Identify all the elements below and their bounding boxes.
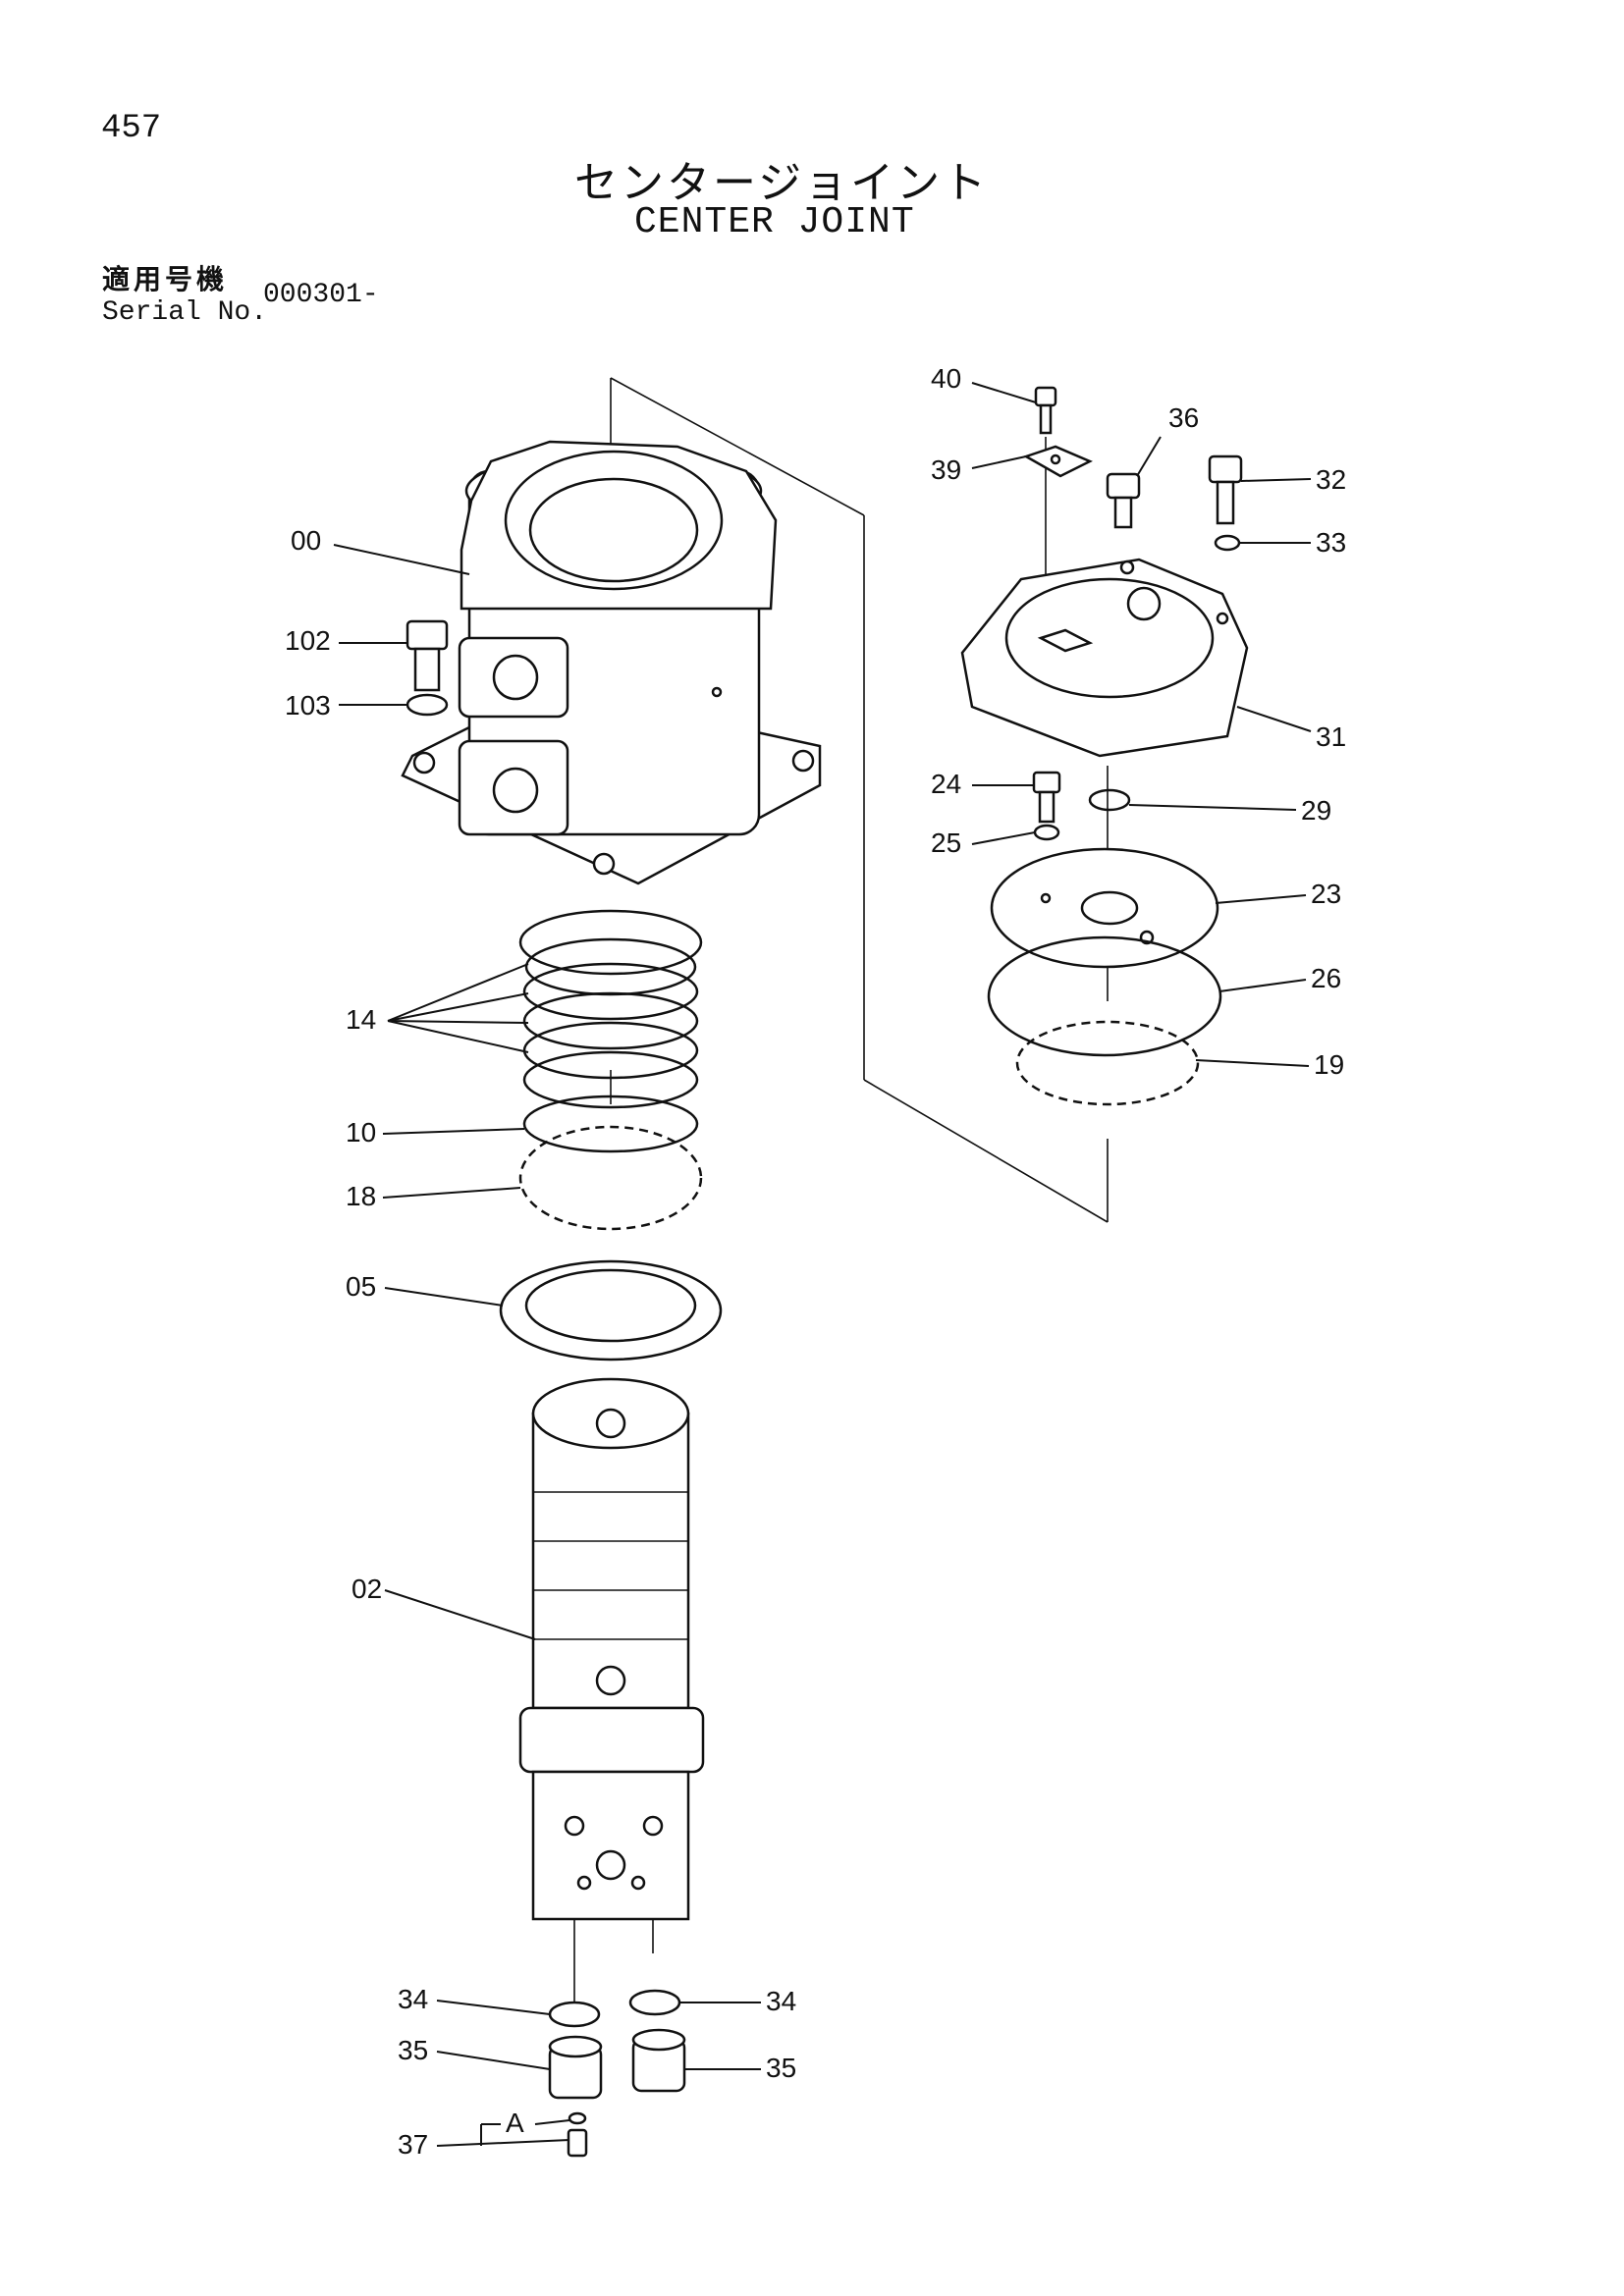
label-103: 103 — [285, 690, 331, 721]
part-37-small-plug — [567, 2111, 588, 2158]
label-35-right: 35 — [766, 2053, 796, 2083]
label-29: 29 — [1301, 795, 1331, 826]
part-24-bolt — [1032, 771, 1061, 824]
part-05-ring-plate — [499, 1259, 723, 1362]
label-14: 14 — [346, 1004, 376, 1035]
label-102: 102 — [285, 625, 331, 656]
label-00: 00 — [291, 525, 321, 556]
part-10-o-ring — [522, 1095, 699, 1153]
serial-label-english: Serial No. — [102, 297, 268, 328]
part-32-bolt — [1208, 454, 1243, 525]
label-25: 25 — [931, 828, 961, 858]
label-05: 05 — [346, 1271, 376, 1302]
label-37: 37 — [398, 2129, 428, 2160]
part-26-ring — [987, 935, 1222, 1057]
label-19: 19 — [1314, 1049, 1344, 1080]
label-24: 24 — [931, 769, 961, 799]
part-18-ball-ring — [518, 1125, 703, 1231]
title-japanese: センタージョイント — [574, 158, 990, 208]
label-39: 39 — [931, 454, 961, 485]
part-102-bolt — [406, 619, 449, 692]
part-40-bolt — [1034, 386, 1057, 435]
label-26: 26 — [1311, 963, 1341, 993]
serial-number-value: 000301- — [263, 280, 379, 310]
label-35-left: 35 — [398, 2035, 428, 2065]
label-34-left: 34 — [398, 1984, 428, 2014]
leader-lines — [333, 382, 1312, 2147]
part-103-washer — [406, 693, 449, 717]
part-00-housing — [401, 440, 822, 885]
label-40: 40 — [931, 363, 961, 394]
part-39-plate — [1022, 445, 1093, 478]
label-31: 31 — [1316, 721, 1346, 752]
label-10: 10 — [346, 1117, 376, 1148]
part-14-seal-rings — [518, 909, 703, 1109]
part-36-bolt — [1106, 472, 1141, 529]
page-number: 457 — [101, 110, 162, 147]
label-33: 33 — [1316, 527, 1346, 558]
serial-label-japanese: 適用号機 — [102, 263, 229, 295]
label-23: 23 — [1311, 879, 1341, 909]
part-29-o-ring — [1088, 788, 1131, 812]
part-25-washer — [1033, 824, 1060, 841]
label-34-right: 34 — [766, 1986, 796, 2016]
part-34-o-rings — [548, 1989, 681, 2028]
part-33-washer — [1214, 534, 1241, 552]
part-23-plate — [990, 847, 1219, 969]
part-02-spindle — [518, 1377, 705, 1921]
part-19-ball-ring — [1015, 1020, 1200, 1106]
part-labels: 00 102 103 14 10 18 05 02 34 35 A 37 34 … — [285, 363, 1346, 2160]
label-A: A — [506, 2108, 524, 2138]
label-36: 36 — [1168, 402, 1199, 433]
label-18: 18 — [346, 1181, 376, 1211]
label-32: 32 — [1316, 464, 1346, 495]
label-02: 02 — [352, 1574, 382, 1604]
title-english: CENTER JOINT — [634, 201, 915, 243]
part-31-cover — [960, 558, 1249, 758]
part-35-plugs — [548, 2028, 686, 2100]
